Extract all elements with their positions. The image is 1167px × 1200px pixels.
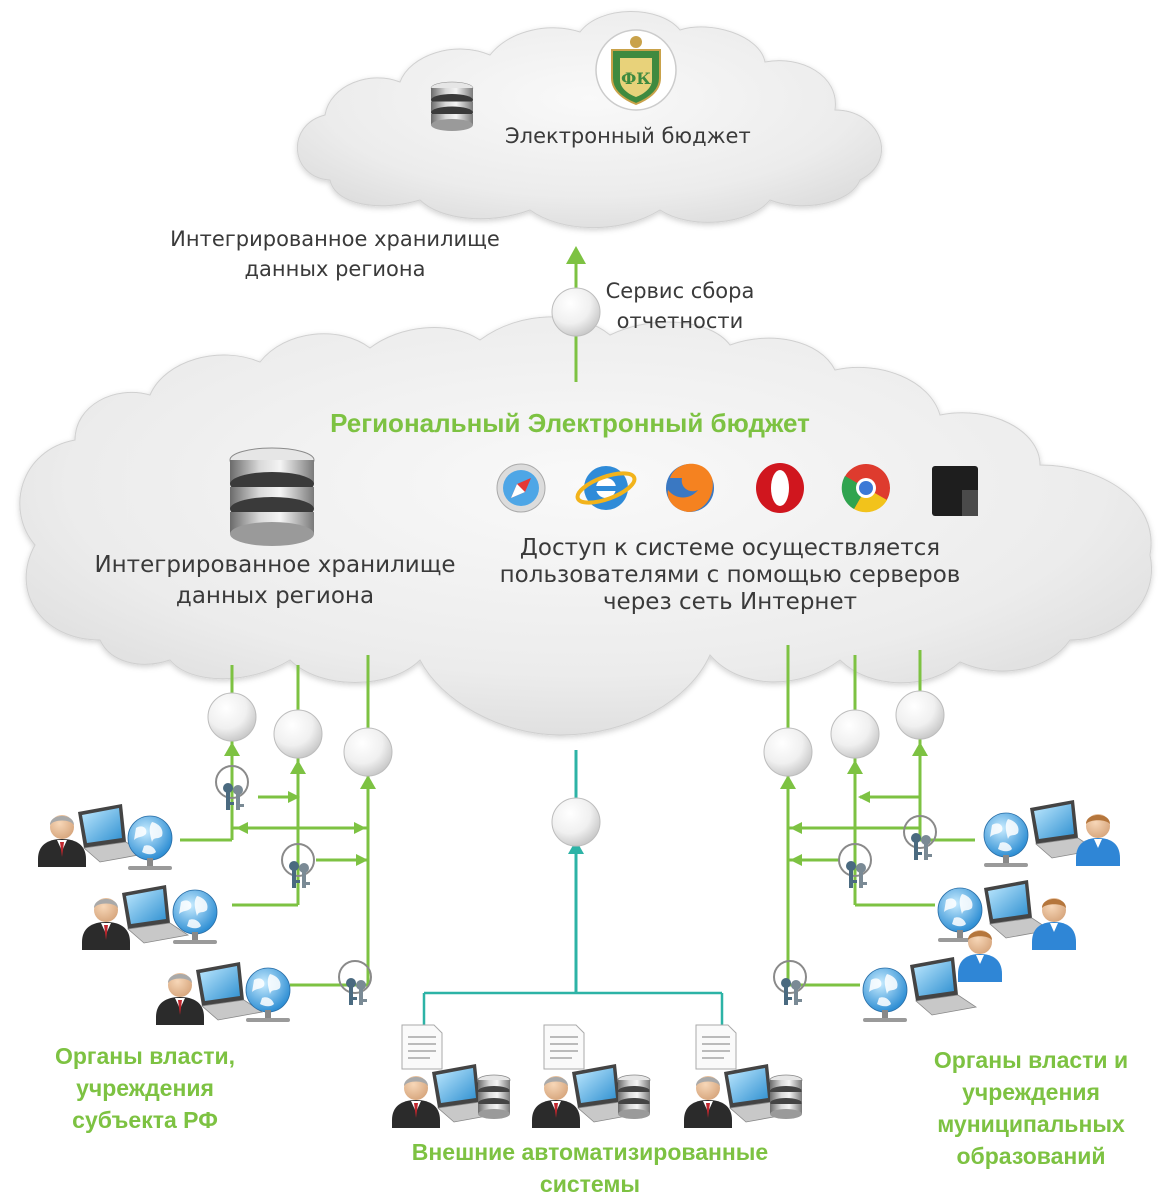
bottom-group-line2: системы [539, 1171, 641, 1197]
left-storage-note: Интегрированное хранилище данных региона [140, 224, 530, 284]
safari-icon [496, 463, 546, 513]
top-database-icon [430, 81, 474, 132]
access-note-line3: через сеть Интернет [602, 589, 858, 615]
node-center [551, 797, 601, 847]
right-workstation-2 [937, 879, 1076, 982]
keys-icon [338, 960, 372, 1006]
top-cloud [297, 11, 882, 229]
left-group-line3: субъекта РФ [72, 1107, 218, 1133]
top-cloud-label: Электронный бюджет [505, 124, 751, 148]
left-workstation-3 [156, 961, 291, 1025]
service-node-top [551, 287, 601, 337]
node-left-2 [273, 709, 323, 759]
right-group-line1: Органы власти и [933, 1047, 1129, 1073]
service-note: Сервис сбора отчетности [600, 276, 760, 336]
external-system-2 [532, 1024, 651, 1128]
main-storage-note-line1: Интегрированное хранилище [94, 552, 456, 578]
access-note: Доступ к системе осуществляется пользова… [480, 535, 980, 616]
left-group-line1: Органы власти, [54, 1043, 236, 1069]
service-note-line2: отчетности [616, 309, 744, 333]
node-right-2 [830, 709, 880, 759]
main-database-icon [229, 447, 315, 547]
main-cloud-title: Региональный Электронный бюджет [330, 408, 810, 438]
svg-text:ФК: ФК [621, 69, 651, 88]
left-group-line2: учреждения [76, 1075, 214, 1101]
node-left-3 [343, 727, 393, 777]
left-group-label: Органы власти, учреждения субъекта РФ [20, 1040, 270, 1136]
ministry-emblem-icon: ФК [595, 29, 677, 111]
node-right-3 [895, 690, 945, 740]
chrome-icon [841, 464, 890, 513]
arrowheads [224, 246, 928, 866]
right-group-line3: муниципальных [937, 1111, 1125, 1137]
left-workstation-2 [82, 884, 218, 950]
device-icon [932, 466, 978, 516]
left-workstation-1 [38, 803, 173, 871]
internet-explorer-icon [575, 466, 637, 510]
left-storage-note-line2: данных региона [244, 257, 426, 281]
main-cloud [19, 316, 1152, 736]
keys-icon [773, 960, 807, 1006]
left-storage-note-line1: Интегрированное хранилище [170, 227, 500, 251]
right-group-label: Органы власти и учреждения муниципальных… [900, 1044, 1162, 1172]
right-group-line4: образований [956, 1143, 1106, 1169]
external-system-3 [684, 1024, 803, 1128]
main-storage-note-line2: данных региона [175, 583, 375, 609]
firefox-icon [666, 463, 714, 512]
node-right-1 [763, 727, 813, 777]
main-storage-note: Интегрированное хранилище данных региона [80, 550, 470, 612]
service-note-line1: Сервис сбора [605, 279, 755, 303]
right-workstation-1 [983, 799, 1120, 868]
bottom-group-label: Внешние автоматизированные системы [370, 1136, 810, 1200]
opera-icon [756, 463, 804, 513]
right-group-line2: учреждения [962, 1079, 1100, 1105]
node-left-1 [207, 692, 257, 742]
access-note-line1: Доступ к системе осуществляется [519, 535, 941, 561]
bottom-group-line1: Внешние автоматизированные [411, 1139, 769, 1165]
external-system-1 [392, 1024, 511, 1128]
access-note-line2: пользователями с помощью серверов [499, 562, 961, 588]
